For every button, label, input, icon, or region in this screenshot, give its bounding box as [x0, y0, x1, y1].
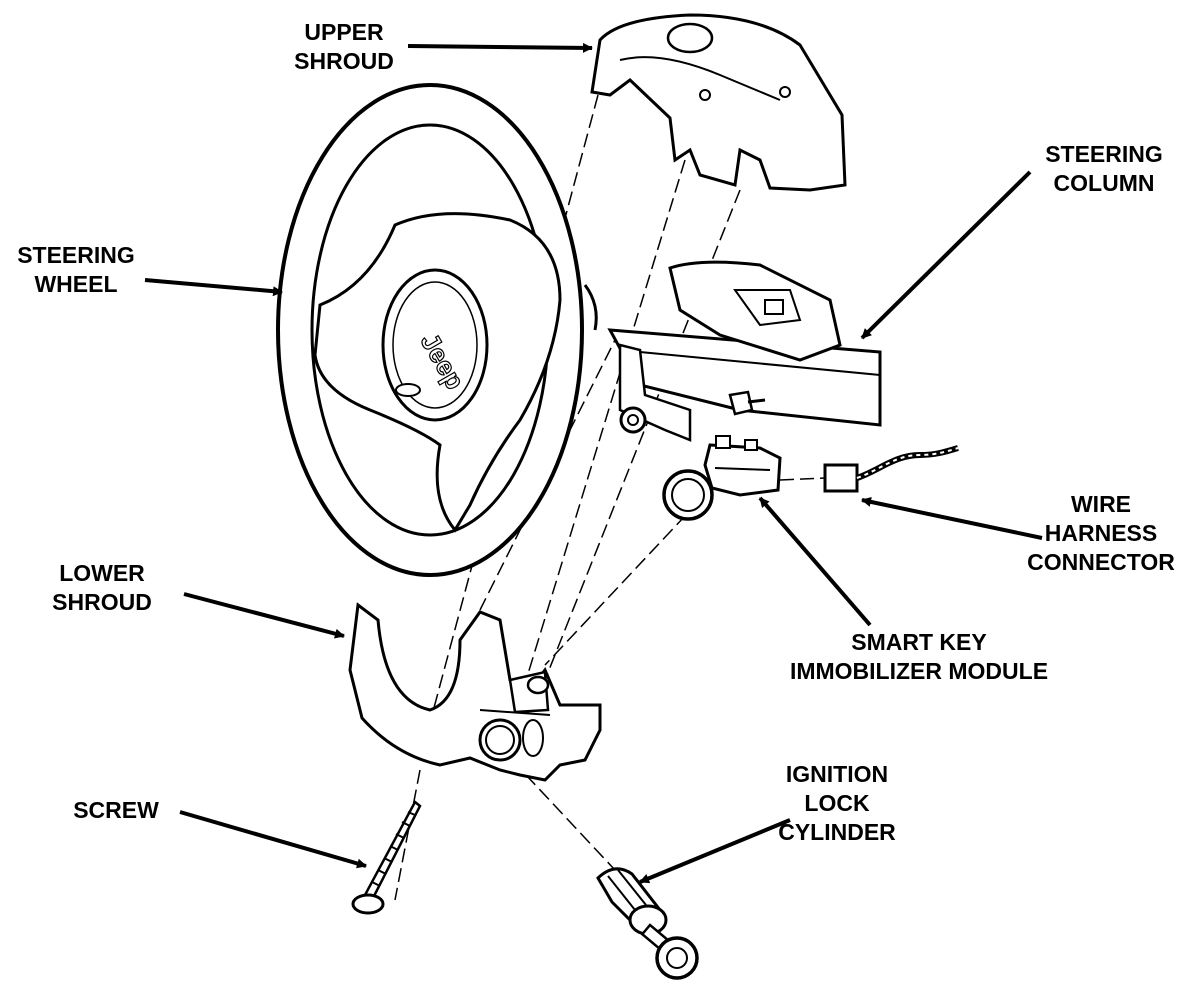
smart-key-immobilizer-module-part [662, 435, 782, 521]
label-ignition-lock-cylinder: IGNITION LOCK CYLINDER [778, 761, 896, 845]
steering-wheel-part: Jeep [276, 83, 598, 577]
ignition-lock-cylinder-part [596, 867, 699, 980]
label-smart-key-immobilizer-module: SMART KEY IMMOBILIZER MODULE [789, 629, 1049, 684]
label-steering-column: STEERING COLUMN [1045, 141, 1163, 196]
leader-arrows [144, 42, 1043, 884]
label-lower-shroud: LOWER SHROUD [52, 560, 152, 615]
lower-shroud-part [348, 602, 602, 782]
wire-harness-connector-part [823, 445, 959, 493]
alignment-lines [394, 94, 826, 901]
label-wire-harness-connector: WIRE HARNESS CONNECTOR [1027, 491, 1175, 575]
label-screw: SCREW [73, 797, 159, 823]
upper-shroud-part [590, 13, 847, 192]
steering-column-body [607, 260, 882, 442]
label-steering-wheel: STEERING WHEEL [17, 242, 135, 297]
screw-part [351, 800, 422, 915]
label-upper-shroud: UPPER SHROUD [294, 19, 394, 74]
